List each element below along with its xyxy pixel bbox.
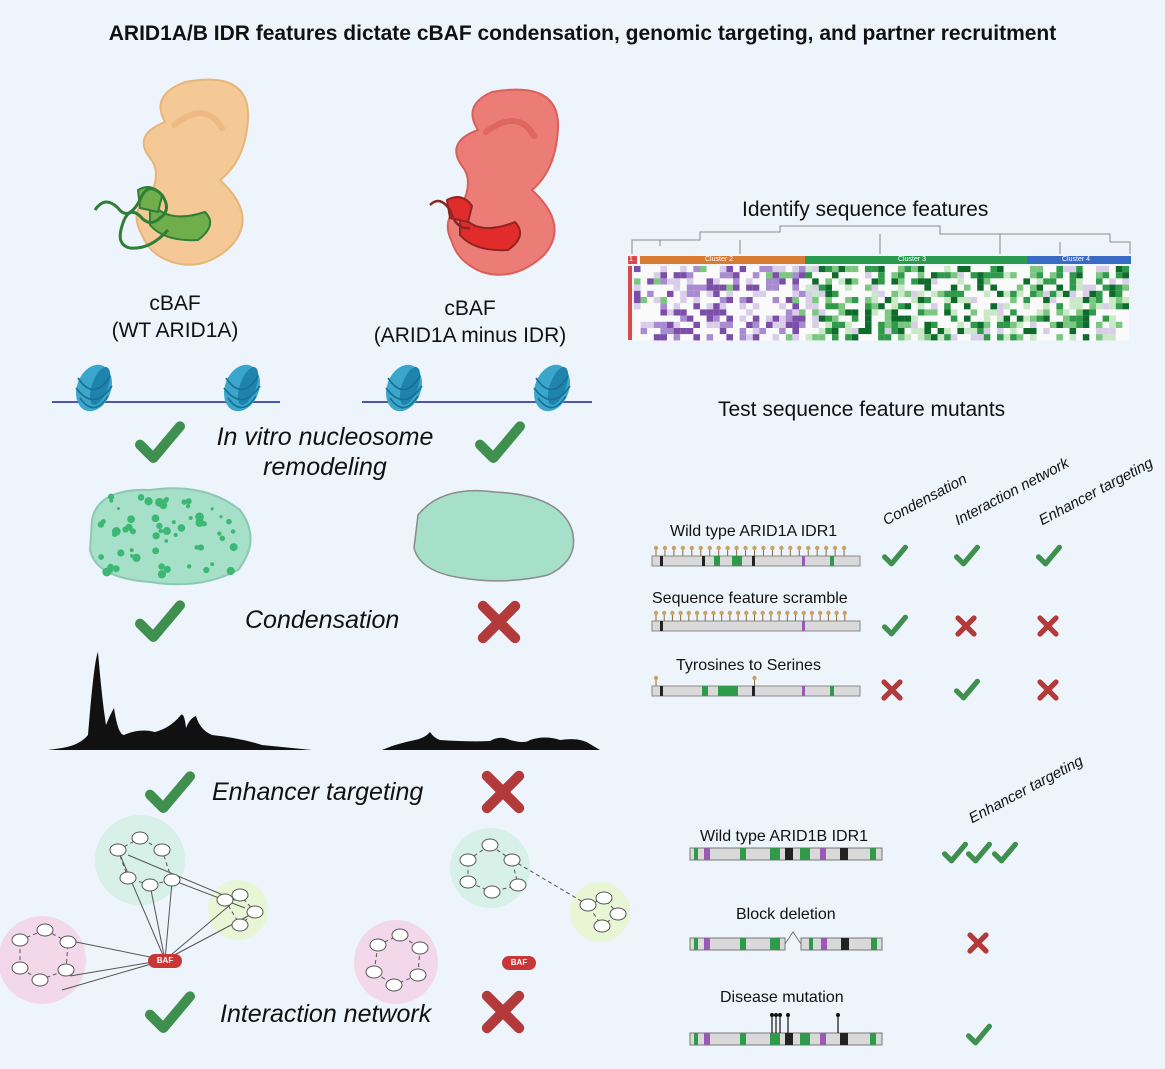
- row-tyrosines: Tyrosines to Serines: [676, 657, 821, 674]
- scramble-enhancer-cross: [1040, 618, 1056, 634]
- mutant-interaction-network: [354, 828, 630, 1004]
- mutant-network-cross: [487, 996, 519, 1028]
- disease-mutation-enhancer-check: [969, 1026, 990, 1042]
- condensation-label: Condensation: [245, 606, 400, 634]
- mutant-cbaf-label-line2: (ARID1A minus IDR): [373, 324, 567, 347]
- cluster-4-label: Cluster 4: [1062, 256, 1091, 263]
- scramble-network-cross: [958, 618, 974, 634]
- mutant-cbaf-label: cBAF (ARID1A minus IDR): [350, 295, 590, 349]
- mutant-condensate-droplet: [413, 489, 575, 582]
- mutant-remodeling-check: [480, 426, 520, 458]
- tyrosine-network-check: [957, 681, 978, 697]
- mutant-condensation-cross: [483, 606, 515, 638]
- row-scramble: Sequence feature scramble: [652, 590, 848, 607]
- wt-arid1a-enhancer-check: [1039, 547, 1060, 563]
- wt-network-check: [150, 996, 190, 1028]
- wt-cbaf-complex-graphic: [93, 78, 250, 266]
- wt-nucleosome-dna: [52, 358, 280, 418]
- remodeling-label: In vitro nucleosome remodeling: [195, 422, 455, 482]
- wt-chromatin-peaks: [48, 652, 312, 750]
- wt-arid1a-network-check: [957, 547, 978, 563]
- remodeling-label-line1: In vitro nucleosome: [216, 423, 434, 451]
- block-deletion-enhancer-cross: [970, 935, 986, 951]
- mutant-chromatin-peaks: [382, 732, 600, 750]
- arid1b-wt-enhancer-check-2: [969, 844, 990, 860]
- arid1b-wt-enhancer-check-1: [945, 844, 966, 860]
- mutant-cbaf-complex-graphic: [429, 88, 560, 276]
- interaction-network-label: Interaction network: [220, 1000, 432, 1028]
- row-block-deletion: Block deletion: [736, 906, 836, 923]
- arid1a-idr-schematics: [651, 545, 861, 697]
- tyrosine-condensation-cross: [884, 682, 900, 698]
- wt-cbaf-label-line1: cBAF: [149, 292, 201, 315]
- remodeling-label-line2: remodeling: [263, 453, 387, 481]
- wt-condensation-check: [140, 605, 180, 637]
- wt-cbaf-label: cBAF (WT ARID1A): [85, 290, 265, 344]
- mutant-nucleosome-dna: [362, 358, 592, 418]
- wt-arid1a-condensation-check: [885, 547, 906, 563]
- heatmap-heading: Identify sequence features: [742, 198, 989, 221]
- cluster-1-label: 1: [629, 256, 633, 263]
- wt-baf-node: BAF: [156, 956, 174, 965]
- cluster-3-label: Cluster 3: [898, 256, 927, 263]
- row-wt-arid1b: Wild type ARID1B IDR1: [700, 828, 869, 845]
- wt-interaction-network: [0, 815, 268, 1004]
- arid1b-wt-enhancer-check-3: [995, 844, 1016, 860]
- wt-enhancer-check: [150, 776, 190, 808]
- wt-remodeling-check: [140, 426, 180, 458]
- mutants-heading: Test sequence feature mutants: [718, 398, 1006, 421]
- mutant-cbaf-label-line1: cBAF: [444, 297, 496, 320]
- heatmap: [628, 225, 1131, 341]
- mutant-baf-node: BAF: [510, 958, 528, 967]
- figure-title: ARID1A/B IDR features dictate cBAF conde…: [108, 22, 1057, 45]
- row-wt-arid1a: Wild type ARID1A IDR1: [670, 523, 838, 540]
- row-disease-mutation: Disease mutation: [720, 989, 844, 1006]
- wt-condensate-droplet: [88, 487, 252, 586]
- tyrosine-enhancer-cross: [1040, 682, 1056, 698]
- wt-cbaf-label-line2: (WT ARID1A): [111, 319, 239, 342]
- mutant-enhancer-cross: [487, 776, 519, 808]
- scramble-condensation-check: [885, 617, 906, 633]
- cluster-2-label: Cluster 2: [705, 256, 734, 263]
- enhancer-targeting-label: Enhancer targeting: [212, 778, 424, 806]
- arid1b-idr-schematics: [689, 847, 883, 1046]
